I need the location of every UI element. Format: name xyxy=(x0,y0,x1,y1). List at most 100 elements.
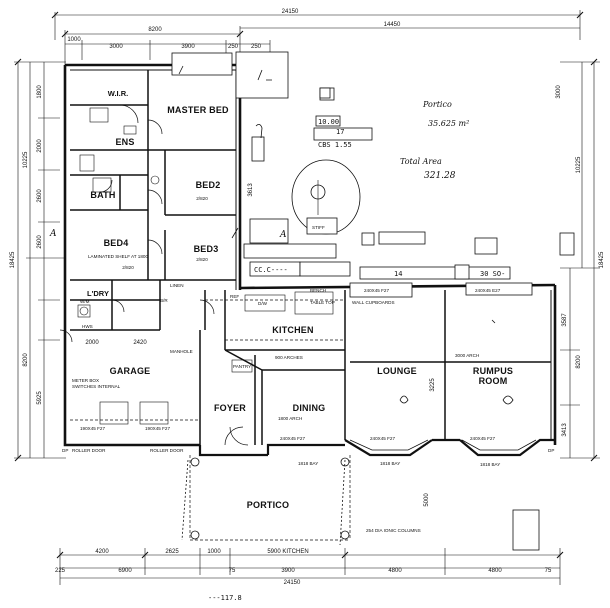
room-bed2: BED2 xyxy=(196,180,221,190)
dim-bottom-c: 1000 xyxy=(207,549,221,555)
dim-right-b: 8200 xyxy=(576,355,582,369)
manhole-note: MANHOLE xyxy=(170,349,193,354)
beam-3: 240X45 F27 xyxy=(470,436,495,441)
stair-note: STIFF xyxy=(312,225,325,230)
dim-left-total: 18425 xyxy=(10,251,16,268)
dim-top-c: 3900 xyxy=(181,44,195,50)
code-3: CBS 1.55 xyxy=(318,141,352,149)
room-ens: ENS xyxy=(115,137,134,147)
arch-1: 900 ARCHES xyxy=(275,355,303,360)
bay-1: 1818 BAY xyxy=(298,461,318,466)
room-bath: BATH xyxy=(90,190,115,200)
bay-2: 1818 BAY xyxy=(380,461,400,466)
meter-box-note-2: SWITCHES INTERNAL xyxy=(72,384,121,389)
dashed-lines xyxy=(70,299,551,541)
dim-left-g: 5925 xyxy=(37,391,43,405)
room-rumpus: RUMPUS xyxy=(473,366,513,376)
dim-top-b: 3000 xyxy=(109,44,123,50)
dim-bottom-f: 3900 xyxy=(281,568,295,574)
dim-mid-i: 3613 xyxy=(248,183,254,197)
code-4: CC.C---- xyxy=(254,266,288,274)
dim-mid-lounge: 3225 xyxy=(430,378,436,392)
dim-top-left: 8200 xyxy=(148,27,162,33)
total-area-label: Total Area xyxy=(400,157,442,166)
dim-bottom-k: 75 xyxy=(545,568,552,574)
dim-bed4: 2/820 xyxy=(122,265,134,270)
dim-mid-h: 2420 xyxy=(133,340,147,346)
room-labels: W.I.R. MASTER BED ENS BED2 BATH BED3 BED… xyxy=(87,89,513,510)
room-master-bed: MASTER BED xyxy=(167,105,229,115)
dim-bottom-g: 4800 xyxy=(388,568,402,574)
dim-top-right: 14450 xyxy=(384,22,401,28)
bay-3: 1818 BAY xyxy=(480,462,500,467)
beam-5: 190X45 F27 xyxy=(145,426,170,431)
dim-right-a: 10225 xyxy=(576,156,582,173)
dim-right-c: 3413 xyxy=(562,423,568,437)
dimension-labels: 24150 14450 8200 1000 3000 3900 250 250 … xyxy=(10,9,605,586)
wm-note: W/M xyxy=(80,299,90,304)
dim-top-a: 1000 xyxy=(67,37,81,43)
dim-bottom-total: 24150 xyxy=(284,580,301,586)
dimension-lines xyxy=(14,10,600,585)
door-swings xyxy=(59,104,249,446)
ref-note: REF xyxy=(230,294,239,299)
room-ldry: L'DRY xyxy=(87,289,109,298)
fixtures xyxy=(77,107,334,425)
room-dining: DINING xyxy=(293,403,326,413)
linen-note: LINEN xyxy=(170,283,184,288)
dim-bottom-h: 4800 xyxy=(488,568,502,574)
dim-bottom-e: 6900 xyxy=(118,568,132,574)
portico-columns xyxy=(181,457,350,546)
room-kitchen: KITCHEN xyxy=(272,325,313,335)
arch-2: 3000 ARCH xyxy=(455,353,479,358)
hand-marks xyxy=(178,65,514,405)
dim-bottom-b: 2625 xyxy=(165,549,179,555)
room-lounge: LOUNGE xyxy=(377,366,417,376)
hws-note: HWS xyxy=(82,324,93,329)
dim-left-d: 2600 xyxy=(37,189,43,203)
room-foyer: FOYER xyxy=(214,403,246,413)
room-garage: GARAGE xyxy=(110,366,151,376)
dim-right-e: 3000 xyxy=(556,85,562,99)
dim-left-b: 8200 xyxy=(23,353,29,367)
dim-bottom-j: 225 xyxy=(55,568,66,574)
bench-note: BENCH xyxy=(310,288,326,293)
dim-top-total: 24150 xyxy=(282,9,299,15)
header-2: 240X45 E27 xyxy=(475,288,501,293)
dim-right-d: 3587 xyxy=(562,313,568,327)
meter-box-note: METER BOX xyxy=(72,378,99,383)
table-top-note: TABLE TOP xyxy=(310,300,335,305)
dim-left-c: 1800 xyxy=(37,85,43,99)
dp-note: DP xyxy=(62,448,68,453)
section-a-right: A xyxy=(279,230,287,240)
dim-top-d: 250 xyxy=(228,44,239,50)
pantry-note: PANTRY xyxy=(233,364,251,369)
dw-note: D/W xyxy=(258,301,268,306)
dim-left-f: 2000 xyxy=(37,139,43,153)
stamp: ---117.8 xyxy=(208,594,242,602)
roller-door-1: ROLLER DOOR xyxy=(72,448,106,453)
section-a-left: A xyxy=(49,229,57,239)
dim-bottom-d: 5900 KITCHEN xyxy=(267,549,308,555)
dim-bottom-i: 75 xyxy=(229,568,236,574)
beam-1: 240X45 F27 xyxy=(280,436,305,441)
dim-mid-g: 2000 xyxy=(85,340,99,346)
total-area-value: 321.28 xyxy=(424,171,456,181)
dim-top-e: 250 xyxy=(251,44,262,50)
code-5: 14 xyxy=(394,270,402,278)
beam-2: 240X45 F27 xyxy=(370,436,395,441)
exterior-walls xyxy=(63,63,557,457)
header-1: 240X45 F27 xyxy=(364,288,389,293)
columns-note: 254 DIA IONIC COLUMNS xyxy=(366,528,421,533)
room-bed3: BED3 xyxy=(194,244,219,254)
dp-note-2: DP xyxy=(548,448,554,453)
wall-cupboards: WALL CUPBOARDS xyxy=(352,300,395,305)
beam-4: 190X45 F27 xyxy=(80,426,105,431)
portico-hand-label: Portico xyxy=(422,100,452,109)
arch-3: 1800 ARCH xyxy=(278,416,302,421)
room-wir: W.I.R. xyxy=(108,89,128,98)
br-note: B/R xyxy=(160,298,168,303)
code-6: 30 SO- xyxy=(480,270,505,278)
overlay-boxes xyxy=(171,51,575,551)
